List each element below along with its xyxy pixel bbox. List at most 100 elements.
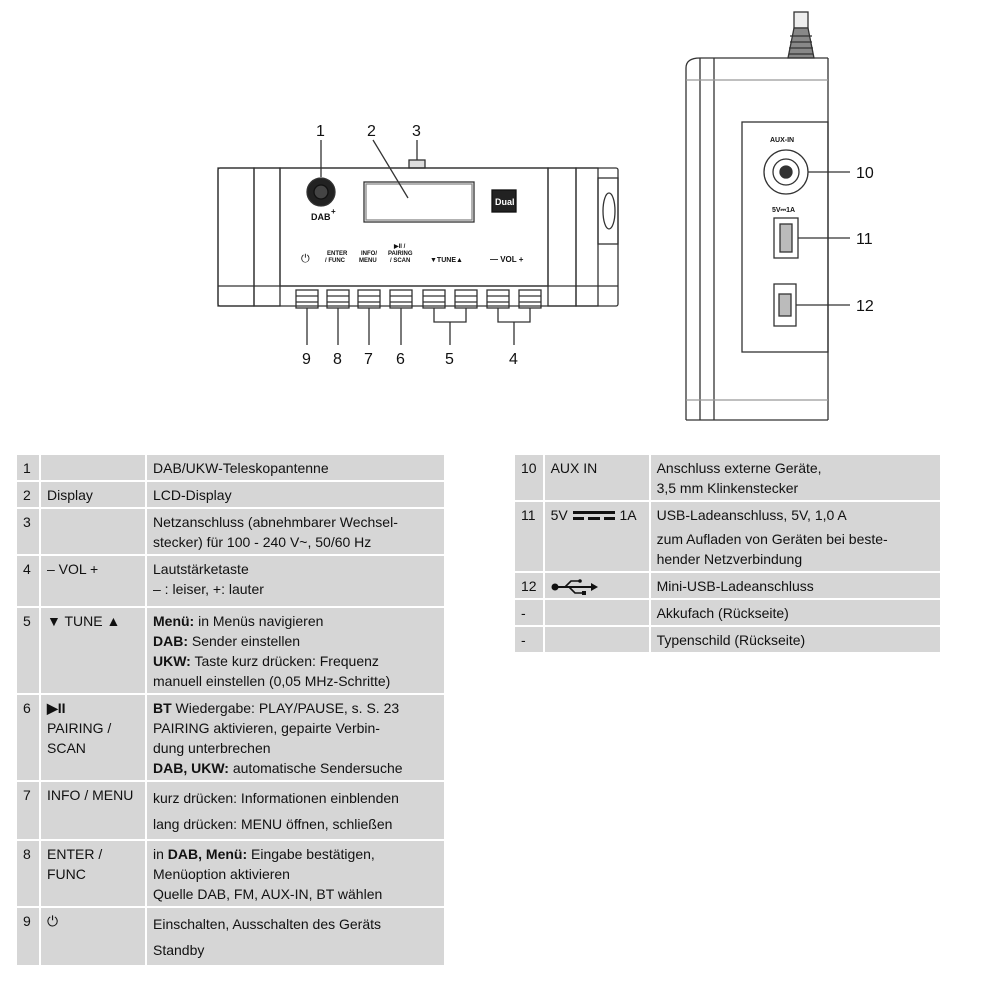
callout-12: 12: [856, 298, 874, 315]
brand-logo: Dual: [495, 197, 515, 207]
power-icon: ⏻: [47, 913, 59, 929]
callout-numbers: 1 2 3 9 8 7 6 5 4 10 11 12: [302, 123, 874, 368]
row-name: ▼ TUNE ▲: [41, 608, 145, 693]
play-pause-icon: ▶II: [47, 700, 66, 716]
table-row: - Akkufach (Rückseite): [515, 600, 940, 625]
row-name: 5V 1A: [544, 502, 649, 571]
lcd-display: [363, 181, 475, 223]
row-number: 2: [17, 482, 39, 507]
row-name: [41, 509, 145, 554]
btn-label-tune: ▼TUNE▲: [430, 257, 463, 264]
front-panel-labels: DAB + Dual ⏻ ENTER / FUNC INFO/ MENU ▶II…: [301, 197, 524, 265]
front-buttons: [295, 289, 542, 309]
parts-table-right: 10 AUX IN Anschluss externe Geräte, 3,5 …: [513, 453, 942, 654]
dc-symbol-icon: [572, 511, 615, 521]
row-number: -: [515, 627, 543, 652]
row-number: 8: [17, 841, 39, 906]
row-name: – VOL +: [41, 556, 145, 606]
row-number: 7: [17, 782, 39, 839]
callout-7: 7: [364, 351, 373, 368]
row-name: [544, 600, 649, 625]
table-row: 7 INFO / MENU kurz drücken: Informatione…: [17, 782, 444, 839]
btn-label-play: ▶II /: [393, 243, 406, 250]
row-number: 1: [17, 455, 39, 480]
callout-6: 6: [396, 351, 405, 368]
row-name: INFO / MENU: [41, 782, 145, 839]
dab-logo: DAB: [311, 212, 331, 222]
row-desc: BT Wiedergabe: PLAY/PAUSE, s. S. 23 PAIR…: [147, 695, 444, 780]
usb-icon: [551, 579, 598, 596]
front-button: [295, 289, 319, 309]
row-desc: Typenschild (Rückseite): [650, 627, 940, 652]
power-icon: ⏻: [301, 253, 310, 265]
front-button: [357, 289, 381, 309]
row-desc: Anschluss externe Geräte, 3,5 mm Klinken…: [650, 455, 940, 500]
table-row: 8 ENTER / FUNC in DAB, Menü: Eingabe bes…: [17, 841, 444, 906]
row-desc: Lautstärketaste – : leiser, +: lauter: [147, 556, 444, 606]
side-panel-labels: AUX-IN 5V⎓1A: [770, 137, 795, 214]
front-button: [326, 289, 350, 309]
row-desc: LCD-Display: [147, 482, 444, 507]
row-desc: Netzanschluss (abnehmbarer Wechsel- stec…: [147, 509, 444, 554]
btn-label-menu: MENU: [359, 258, 377, 264]
btn-label-pairing: PAIRING: [388, 251, 413, 257]
table-row: 1 DAB/UKW-Teleskopantenne: [17, 455, 444, 480]
row-desc: DAB/UKW-Teleskopantenne: [147, 455, 444, 480]
brand-badge: [491, 189, 517, 213]
row-name: [544, 573, 649, 598]
callout-1: 1: [316, 123, 325, 140]
row-desc: Mini-USB-Ladeanschluss: [650, 573, 940, 598]
btn-label-info: INFO/: [361, 251, 377, 257]
table-row: 9 ⏻ Einschalten, Ausschalten des Geräts …: [17, 908, 444, 965]
row-number: 9: [17, 908, 39, 965]
front-button: [486, 289, 510, 309]
row-desc: in DAB, Menü: Eingabe bestätigen, Menüop…: [147, 841, 444, 906]
row-number: 11: [515, 502, 543, 571]
btn-label-scan: / SCAN: [390, 258, 410, 264]
row-name: [544, 627, 649, 652]
front-button: [422, 289, 446, 309]
btn-label-func: / FUNC: [325, 258, 346, 264]
row-number: 3: [17, 509, 39, 554]
row-desc: Menü: in Menüs navigieren DAB: Sender ei…: [147, 608, 444, 693]
table-row: 3 Netzanschluss (abnehmbarer Wechsel- st…: [17, 509, 444, 554]
callout-2: 2: [367, 123, 376, 140]
row-desc: Einschalten, Ausschalten des Geräts Stan…: [147, 908, 444, 965]
row-number: 5: [17, 608, 39, 693]
row-name: Display: [41, 482, 145, 507]
row-name: ▶II PAIRING / SCAN: [41, 695, 145, 780]
callout-3: 3: [412, 123, 421, 140]
table-row: 6 ▶II PAIRING / SCAN BT Wiedergabe: PLAY…: [17, 695, 444, 780]
row-name: [41, 455, 145, 480]
aux-in-label: AUX-IN: [770, 137, 794, 144]
callout-9: 9: [302, 351, 311, 368]
callout-5: 5: [445, 351, 454, 368]
dab-plus: +: [331, 207, 336, 216]
parts-table-left: 1 DAB/UKW-Teleskopantenne 2 Display LCD-…: [15, 453, 446, 967]
btn-label-vol: — VOL +: [490, 255, 524, 264]
table-row: 12 Mini-USB-Ladeanschluss: [515, 573, 940, 598]
front-button: [454, 289, 478, 309]
callout-10: 10: [856, 165, 874, 182]
row-number: 10: [515, 455, 543, 500]
row-desc: Akkufach (Rückseite): [650, 600, 940, 625]
table-row: 10 AUX IN Anschluss externe Geräte, 3,5 …: [515, 455, 940, 500]
row-name: ⏻: [41, 908, 145, 965]
table-row: 11 5V 1A USB-Ladeanschluss, 5V, 1,0 A zu…: [515, 502, 940, 571]
table-row: 4 – VOL + Lautstärketaste – : leiser, +:…: [17, 556, 444, 606]
usb-power-label: 5V⎓1A: [772, 207, 795, 214]
row-name: AUX IN: [544, 455, 649, 500]
device-diagram: DAB + Dual ⏻ ENTER / FUNC INFO/ MENU ▶II…: [217, 11, 874, 421]
row-desc: USB-Ladeanschluss, 5V, 1,0 A zum Auflade…: [650, 502, 940, 571]
front-button: [389, 289, 413, 309]
row-name: ENTER / FUNC: [41, 841, 145, 906]
callout-4: 4: [509, 351, 518, 368]
row-number: 6: [17, 695, 39, 780]
callout-11: 11: [856, 231, 873, 248]
btn-label-enter: ENTER: [327, 251, 348, 257]
front-button: [518, 289, 542, 309]
row-number: -: [515, 600, 543, 625]
row-desc: kurz drücken: Informationen einblenden l…: [147, 782, 444, 839]
table-row: 2 Display LCD-Display: [17, 482, 444, 507]
row-number: 12: [515, 573, 543, 598]
